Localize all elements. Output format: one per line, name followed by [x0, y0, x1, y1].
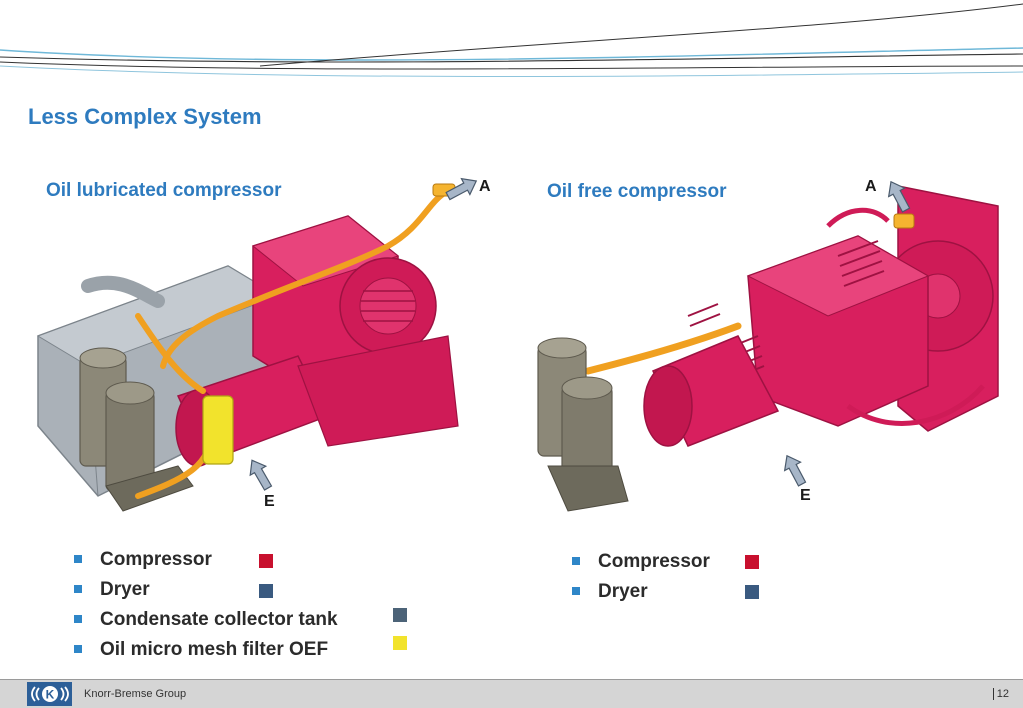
left-label-a: A: [479, 178, 491, 195]
legend-swatch: [393, 608, 407, 622]
legend-swatch: [745, 585, 759, 599]
bullet-icon: [74, 585, 82, 593]
bullet-icon: [572, 557, 580, 565]
knorr-bremse-logo-icon: K: [27, 682, 72, 706]
legend-label: Dryer: [100, 579, 150, 600]
oil-free-compressor-illustration: A E: [537, 178, 999, 512]
page-number: 12: [992, 688, 1009, 700]
legend-label: Compressor: [100, 549, 212, 570]
legend-label: Compressor: [598, 551, 710, 572]
legend-label: Oil micro mesh filter OEF: [100, 639, 329, 660]
slide-title: Less Complex System: [28, 104, 262, 129]
bullet-icon: [74, 645, 82, 653]
bullet-icon: [74, 555, 82, 563]
footer-bar: K Knorr-Bremse Group 12: [0, 679, 1023, 708]
legend-label: Condensate collector tank: [100, 609, 338, 630]
oil-lubricated-compressor-illustration: A E: [36, 177, 491, 512]
svg-text:K: K: [45, 688, 54, 702]
bullet-icon: [74, 615, 82, 623]
left-label-e: E: [264, 493, 275, 510]
right-label-a: A: [865, 178, 877, 195]
oil-free-heading: Oil free compressor: [547, 181, 727, 202]
bullet-icon: [572, 587, 580, 595]
right-label-e: E: [800, 487, 811, 504]
legend-swatch: [393, 636, 407, 650]
footer-company-name: Knorr-Bremse Group: [84, 688, 187, 700]
legend-swatch: [259, 584, 273, 598]
oil-lubricated-heading: Oil lubricated compressor: [46, 180, 282, 201]
legend-label: Dryer: [598, 581, 648, 602]
legend-swatch: [259, 554, 273, 568]
header-decoration-lines: [0, 3, 1023, 77]
legend-swatch: [745, 555, 759, 569]
